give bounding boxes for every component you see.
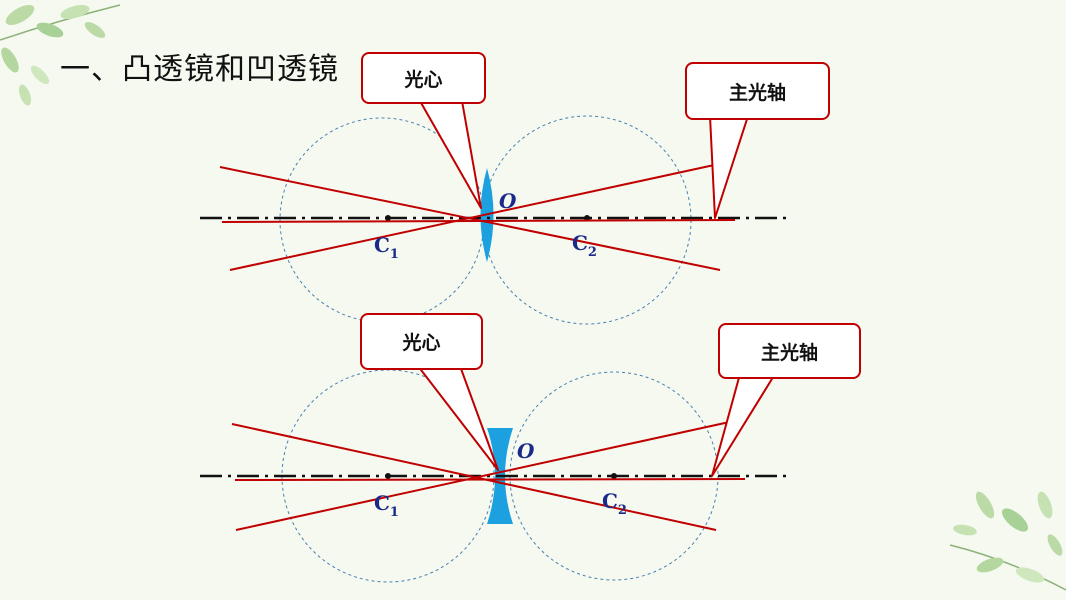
concave-callout-principal-axis-label: 主光轴: [760, 341, 818, 364]
concave-ray-lower: [235, 420, 735, 531]
convex-callout-principal-axis: 主光轴: [685, 62, 830, 120]
concave-ray-axis: [234, 478, 746, 481]
convex-lens-diagram: O C1 C2: [200, 100, 792, 325]
convex-label-o: O: [499, 189, 517, 213]
convex-callout-principal-axis-label: 主光轴: [728, 81, 786, 104]
convex-label-c2: C2: [572, 231, 597, 260]
convex-c1-dot: [385, 215, 391, 221]
convex-callout-optical-center: 光心: [361, 52, 486, 104]
concave-label-c1: C1: [374, 491, 399, 520]
page-title: 一、凸透镜和凹透镜: [60, 52, 339, 87]
convex-ray-axis: [221, 219, 736, 223]
leaf-decoration-bottom-right: [949, 491, 1066, 591]
concave-ray-arrow-4: [578, 444, 603, 450]
convex-callout-pointer-axis: [709, 115, 749, 219]
concave-callout-optical-center: 光心: [360, 313, 483, 370]
concave-lens-diagram: O C1 C2: [200, 365, 792, 583]
concave-callout-optical-center-label: 光心: [402, 332, 441, 354]
concave-callout-pointer-center: [417, 365, 499, 471]
convex-label-c1: C1: [374, 233, 399, 262]
concave-callout-pointer-axis: [711, 373, 776, 477]
leaf-decoration-top-left: [0, 4, 121, 106]
concave-callout-principal-axis: 主光轴: [718, 323, 861, 379]
concave-label-c2: C2: [602, 489, 627, 518]
convex-callout-pointer-center: [419, 100, 482, 209]
concave-label-o: O: [517, 439, 535, 463]
convex-ray-lower: [229, 161, 729, 271]
convex-callout-optical-center-label: 光心: [404, 68, 443, 91]
concave-c2-dot: [611, 473, 617, 479]
concave-c1-dot: [385, 473, 391, 479]
convex-c2-dot: [584, 215, 590, 221]
